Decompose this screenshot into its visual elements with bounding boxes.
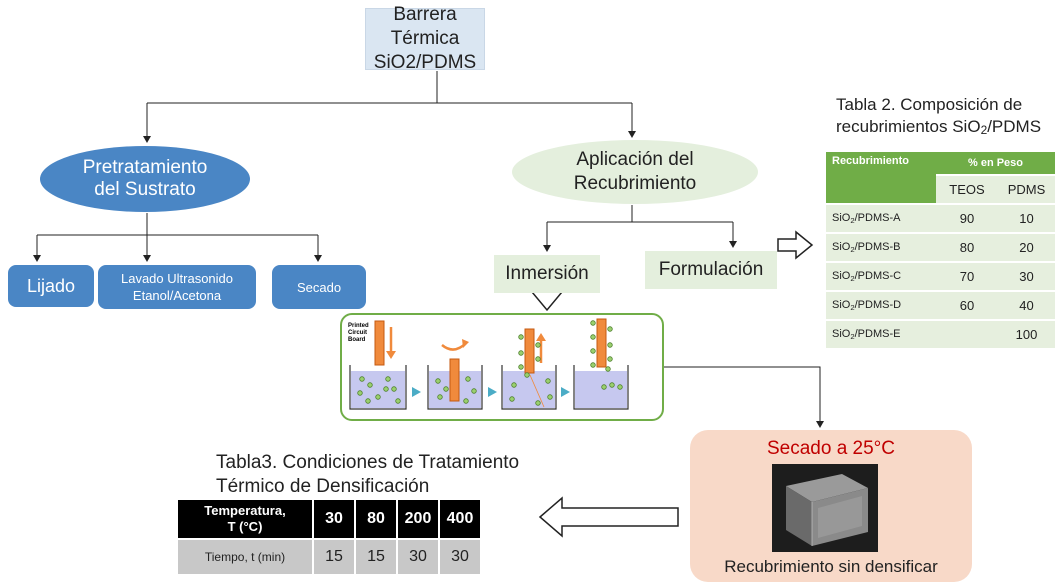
title-line2: SiO2/PDMS [373, 52, 477, 73]
application-node: Aplicación del Recubrimiento [512, 140, 758, 204]
step-secado-label: Secado [296, 279, 342, 295]
densification-table: Temperatura, T (°C) 30 80 200 400 Tiempo… [176, 498, 482, 576]
table2-cell-teos: 90 [936, 204, 998, 234]
inmersion-label: Inmersión [505, 263, 589, 284]
step-lijado: Lijado [8, 265, 94, 307]
formulacion-label: Formulación [658, 259, 764, 280]
table2-cell-pdms: 40 [998, 291, 1055, 321]
table2-title-line2: recubrimientos SiO2/PDMS [836, 116, 1041, 141]
table-row: Temperatura, T (°C) 30 80 200 400 [176, 498, 482, 540]
table2-title-sub: 2 [980, 123, 988, 137]
time-cell: 30 [396, 538, 440, 576]
step-lavado-line2: Etanol/Acetona [132, 288, 222, 303]
table2-title: Tabla 2. Composición de recubrimientos S… [836, 94, 1041, 141]
dip-coating-illustration: Printed Circuit Board [348, 318, 629, 410]
table2-header-peso: % en Peso [936, 152, 1055, 176]
temp-label-line2: T (°C) [227, 519, 263, 534]
table2-cell-name: SiO2/PDMS-A [826, 204, 936, 234]
composition-table: Recubrimiento % en Peso TEOS PDMS SiO2/P… [826, 152, 1055, 350]
temp-label-line1: Temperatura, [204, 503, 286, 518]
drying-caption: Recubrimiento sin densificar [724, 557, 938, 576]
time-cell: 15 [354, 538, 398, 576]
table2-sub-teos: TEOS [936, 175, 998, 205]
table-row: SiO2/PDMS-C 70 30 [826, 262, 1055, 292]
table2-cell-teos [936, 320, 998, 350]
time-cell: 15 [312, 538, 356, 576]
step-secado: Secado [272, 265, 366, 309]
title-box: Barrera Térmica SiO2/PDMS [365, 4, 485, 73]
step-lijado-label: Lijado [26, 275, 76, 296]
table3-title: Tabla3. Condiciones de Tratamiento Térmi… [216, 451, 519, 499]
temp-cell: 30 [312, 498, 356, 540]
step-lavado: Lavado Ultrasonido Etanol/Acetona [98, 265, 256, 309]
board-label-line2: Circuit [348, 330, 367, 336]
application-label-line2: Recubrimiento [573, 173, 697, 194]
table2-header-recubrimiento: Recubrimiento [826, 152, 936, 205]
drying-title: Secado a 25°C [766, 438, 896, 459]
pretreatment-node: Pretratamiento del Sustrato [40, 146, 250, 212]
drying-box: Secado a 25°C Recubrimiento sin densific… [690, 430, 972, 582]
table-row: SiO2/PDMS-B 80 20 [826, 233, 1055, 263]
table2-sub-pdms: PDMS [998, 175, 1055, 205]
table-row: Tiempo, t (min) 15 15 30 30 [176, 538, 482, 576]
title-line1: Barrera Térmica [390, 4, 460, 49]
table2-cell-pdms: 100 [998, 320, 1055, 350]
table2-title-suffix: /PDMS [987, 117, 1042, 136]
table3-title-line2: Térmico de Densificación [216, 476, 430, 497]
board-label-line1: Printed [348, 323, 369, 329]
table2-cell-pdms: 20 [998, 233, 1055, 263]
application-label-line1: Aplicación del [576, 149, 694, 170]
time-cell: 30 [438, 538, 482, 576]
coating-photo [772, 464, 878, 552]
table2-cell-name: SiO2/PDMS-B [826, 233, 936, 263]
pretreatment-label-line2: del Sustrato [94, 179, 196, 200]
table2-cell-name: SiO2/PDMS-E [826, 320, 936, 350]
table2-cell-name: SiO2/PDMS-C [826, 262, 936, 292]
table-row: SiO2/PDMS-D 60 40 [826, 291, 1055, 321]
table2-cell-teos: 60 [936, 291, 998, 321]
table2-title-line1: Tabla 2. Composición de [836, 95, 1023, 114]
table2-cell-teos: 80 [936, 233, 998, 263]
table-row: SiO2/PDMS-A 90 10 [826, 204, 1055, 234]
board-label-line3: Board [348, 337, 366, 343]
step-lavado-line1: Lavado Ultrasonido [120, 271, 234, 286]
inmersion-node: Inmersión [494, 255, 600, 293]
table-row: SiO2/PDMS-E 100 [826, 320, 1055, 350]
table2-title-prefix: recubrimientos SiO [836, 117, 981, 136]
dip-coating-process: Printed Circuit Board [340, 313, 664, 421]
table2-cell-teos: 70 [936, 262, 998, 292]
time-label: Tiempo, t (min) [176, 538, 314, 576]
pretreatment-label-line1: Pretratamiento [82, 157, 208, 178]
formulacion-node: Formulación [645, 251, 777, 289]
temp-cell: 200 [396, 498, 440, 540]
temp-cell: 80 [354, 498, 398, 540]
table2-cell-pdms: 10 [998, 204, 1055, 234]
temp-label: Temperatura, T (°C) [176, 498, 314, 540]
temp-cell: 400 [438, 498, 482, 540]
table2-cell-name: SiO2/PDMS-D [826, 291, 936, 321]
table3-title-line1: Tabla3. Condiciones de Tratamiento [216, 452, 520, 473]
table2-cell-pdms: 30 [998, 262, 1055, 292]
